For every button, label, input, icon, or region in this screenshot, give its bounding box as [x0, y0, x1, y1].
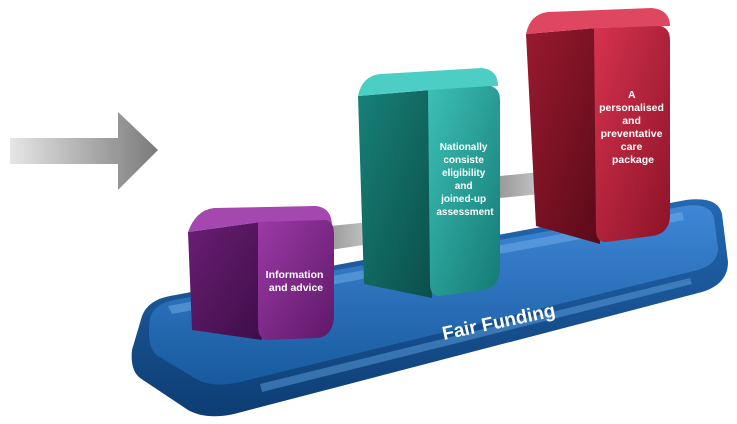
stage-label: Nationally consiste eligibility and join… — [436, 142, 494, 218]
stage-side — [188, 222, 262, 340]
lead-arrow — [10, 112, 158, 190]
stage-information: Information and advice — [188, 206, 334, 340]
stage-side — [358, 90, 432, 298]
stage-label-line: personalised — [599, 102, 664, 114]
stage-top — [188, 206, 332, 232]
stage-label-line: and — [622, 115, 641, 127]
stage-label: Information and advice — [266, 269, 327, 294]
stage-label-line: A — [628, 89, 636, 101]
stage-assessment: Nationally consiste eligibility and join… — [358, 68, 500, 298]
stage-top — [526, 8, 670, 34]
stage-label-line: Information — [266, 269, 324, 281]
stage-label-line: preventative — [601, 128, 663, 140]
stage-label-line: care — [621, 141, 643, 153]
right-arrow-icon — [10, 112, 158, 190]
stage-label-line: joined-up — [440, 194, 486, 205]
stage-label-line: Nationally — [440, 142, 488, 153]
platform-front-shine — [260, 278, 692, 392]
platform-top — [149, 205, 718, 385]
stage-label-line: package — [612, 154, 654, 166]
stage-front — [428, 86, 500, 296]
stage-front — [594, 26, 670, 242]
stage-label-line: assessment — [436, 207, 494, 218]
stage-label-line: and advice — [269, 282, 323, 294]
stage-label: A personalised and preventative care pac… — [599, 89, 667, 166]
stage-label-line: eligibility — [442, 168, 486, 179]
stage-label-line: and — [455, 181, 473, 192]
stage-label-line: consiste — [443, 155, 484, 166]
stage-side — [526, 28, 600, 244]
stage-front — [258, 220, 334, 340]
stage-top — [358, 68, 498, 96]
stage-care-package: A personalised and preventative care pac… — [526, 8, 670, 244]
